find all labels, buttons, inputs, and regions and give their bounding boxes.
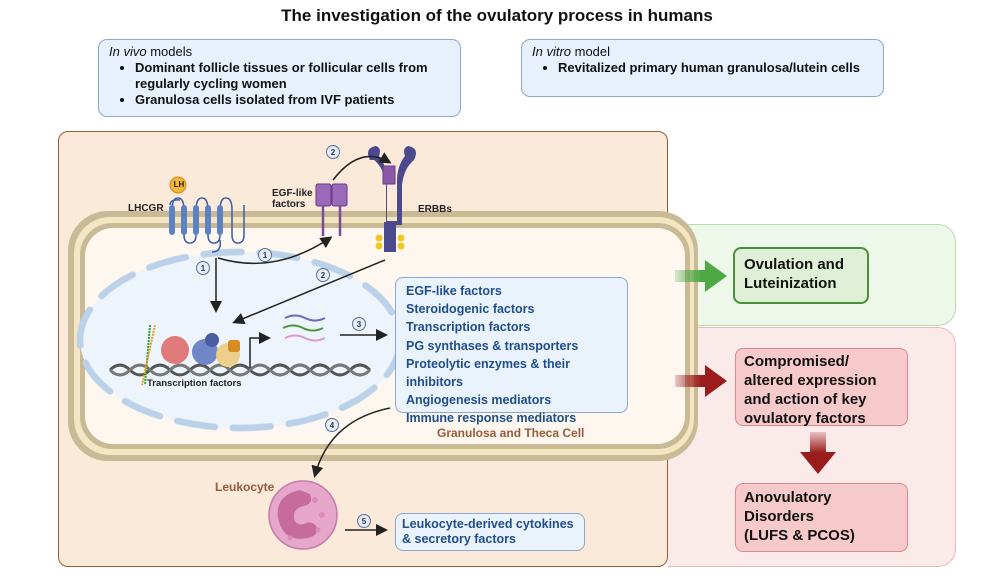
step-number-badge: 1 bbox=[258, 248, 272, 262]
factor-item: EGF-like factors bbox=[406, 284, 502, 298]
compromised-expression-box: Compromised/ altered expression and acti… bbox=[735, 348, 908, 427]
leukocyte-label: Leukocyte bbox=[215, 480, 275, 494]
egf-like-factors-label: EGF-like factors bbox=[272, 188, 313, 210]
dna-icon bbox=[108, 363, 372, 377]
step-number-badge: 2 bbox=[316, 268, 330, 282]
leukocyte-factors-box: Leukocyte-derived cytokines & secretory … bbox=[395, 513, 585, 551]
anovulatory-disorders-box: Anovulatory Disorders (LUFS & PCOS) bbox=[735, 483, 908, 552]
ovulation-luteinization-box: Ovulation and Luteinization bbox=[733, 247, 869, 304]
in-vitro-header: In vitro model bbox=[532, 44, 611, 59]
step-number-badge: 4 bbox=[325, 418, 339, 432]
lh-hormone-icon bbox=[169, 176, 187, 194]
in-vitro-model-box: In vitro model Revitalized primary human… bbox=[521, 39, 884, 97]
lhcgr-receptor-icon bbox=[169, 197, 245, 253]
arrow-step2-nucleus bbox=[232, 259, 386, 325]
in-vitro-item: Revitalized primary human granulosa/lute… bbox=[558, 60, 873, 76]
in-vivo-item: Granulosa cells isolated from IVF patien… bbox=[135, 92, 450, 108]
factor-item: Immune response mediators bbox=[406, 411, 577, 426]
lh-label: LH bbox=[173, 180, 185, 189]
step-number-badge: 3 bbox=[352, 317, 366, 331]
red-arrow-icon bbox=[675, 365, 727, 397]
nucleus bbox=[80, 252, 400, 428]
factor-item: Proteolytic enzymes & their inhibitors bbox=[406, 356, 570, 390]
erbb-receptor-icon bbox=[368, 146, 416, 252]
factor-item: Angiogenesis mediators bbox=[406, 393, 552, 408]
lhcgr-label: LHCGR bbox=[128, 203, 164, 214]
transcription-factors-label: Transcription factors bbox=[147, 378, 242, 389]
arrow-step4 bbox=[311, 407, 391, 478]
step-number-badge: 5 bbox=[357, 514, 371, 528]
diagram-title: The investigation of the ovulatory proce… bbox=[281, 6, 713, 25]
in-vivo-models-box: In vivo models Dominant follicle tissues… bbox=[98, 39, 461, 117]
factor-item: Steroidogenic factors bbox=[406, 302, 535, 317]
granulosa-theca-cell-label: Granulosa and Theca Cell bbox=[437, 426, 585, 440]
ovulatory-factors-list: EGF-like factors Steroidogenic factors T… bbox=[395, 277, 628, 425]
step-number-badge: 1 bbox=[196, 261, 210, 275]
transcription-factor-icon bbox=[161, 336, 189, 364]
green-arrow-icon bbox=[675, 260, 727, 292]
egf-like-factor-icon bbox=[315, 183, 348, 236]
erbbs-label: ERBBs bbox=[418, 204, 452, 215]
arrow-egf-to-erbb bbox=[332, 152, 392, 181]
factor-item: PG synthases & transporters bbox=[406, 338, 579, 353]
leukocyte-icon bbox=[268, 480, 338, 550]
in-vivo-header: In vivo models bbox=[109, 44, 193, 59]
factor-item: Transcription factors bbox=[406, 320, 531, 335]
step-number-badge: 2 bbox=[326, 145, 340, 159]
in-vivo-item: Dominant follicle tissues or follicular … bbox=[135, 60, 450, 92]
arrow-step1-egf bbox=[217, 236, 333, 265]
red-down-arrow-icon bbox=[800, 432, 836, 474]
